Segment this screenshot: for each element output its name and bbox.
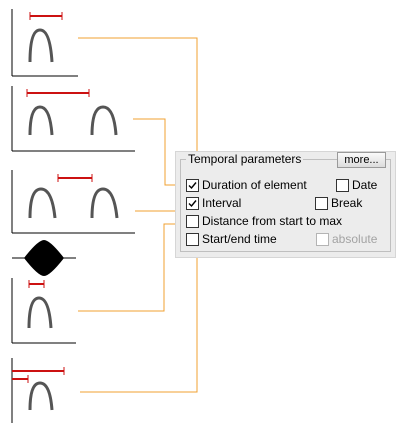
option-label-absolute: absolute [332, 232, 378, 246]
temporal-parameters-group: Temporal parameters more... Duration of … [180, 152, 391, 252]
diagram-duration [11, 9, 78, 77]
more-button[interactable]: more... [337, 152, 386, 168]
checkbox-absolute[interactable] [316, 232, 329, 246]
option-absolute[interactable]: absolute [316, 231, 377, 247]
diagram-break [11, 170, 135, 234]
checkbox-duration[interactable] [186, 178, 199, 192]
option-label-date: Date [352, 178, 378, 192]
checkbox-break[interactable] [315, 196, 328, 210]
checkbox-start-end[interactable] [186, 232, 199, 246]
checkmark-icon [188, 181, 197, 189]
option-break[interactable]: Break [315, 195, 362, 211]
checkbox-distance[interactable] [186, 214, 199, 228]
option-start-end[interactable]: Start/end time [186, 231, 277, 247]
diagram-start-end-time [11, 358, 65, 423]
option-label-start-end: Start/end time [202, 232, 277, 246]
option-date[interactable]: Date [336, 177, 377, 193]
temporal-parameters-panel: Temporal parameters more... Duration of … [175, 151, 396, 258]
group-title: Temporal parameters [186, 152, 304, 166]
checkmark-icon [188, 199, 197, 207]
connector-start-end [78, 223, 188, 312]
option-label-break: Break [331, 196, 363, 210]
option-duration[interactable]: Duration of element [186, 177, 307, 193]
diagram-waveform [12, 240, 76, 276]
option-interval[interactable]: Interval [186, 195, 241, 211]
diagram-interval [11, 86, 135, 152]
option-label-distance: Distance from start to max [202, 214, 343, 228]
option-label-interval: Interval [202, 196, 242, 210]
option-distance[interactable]: Distance from start to max [186, 213, 342, 229]
option-label-duration: Duration of element [202, 178, 307, 192]
checkbox-interval[interactable] [186, 196, 199, 210]
diagram-distance-to-max [11, 278, 76, 344]
checkbox-date[interactable] [336, 178, 349, 192]
